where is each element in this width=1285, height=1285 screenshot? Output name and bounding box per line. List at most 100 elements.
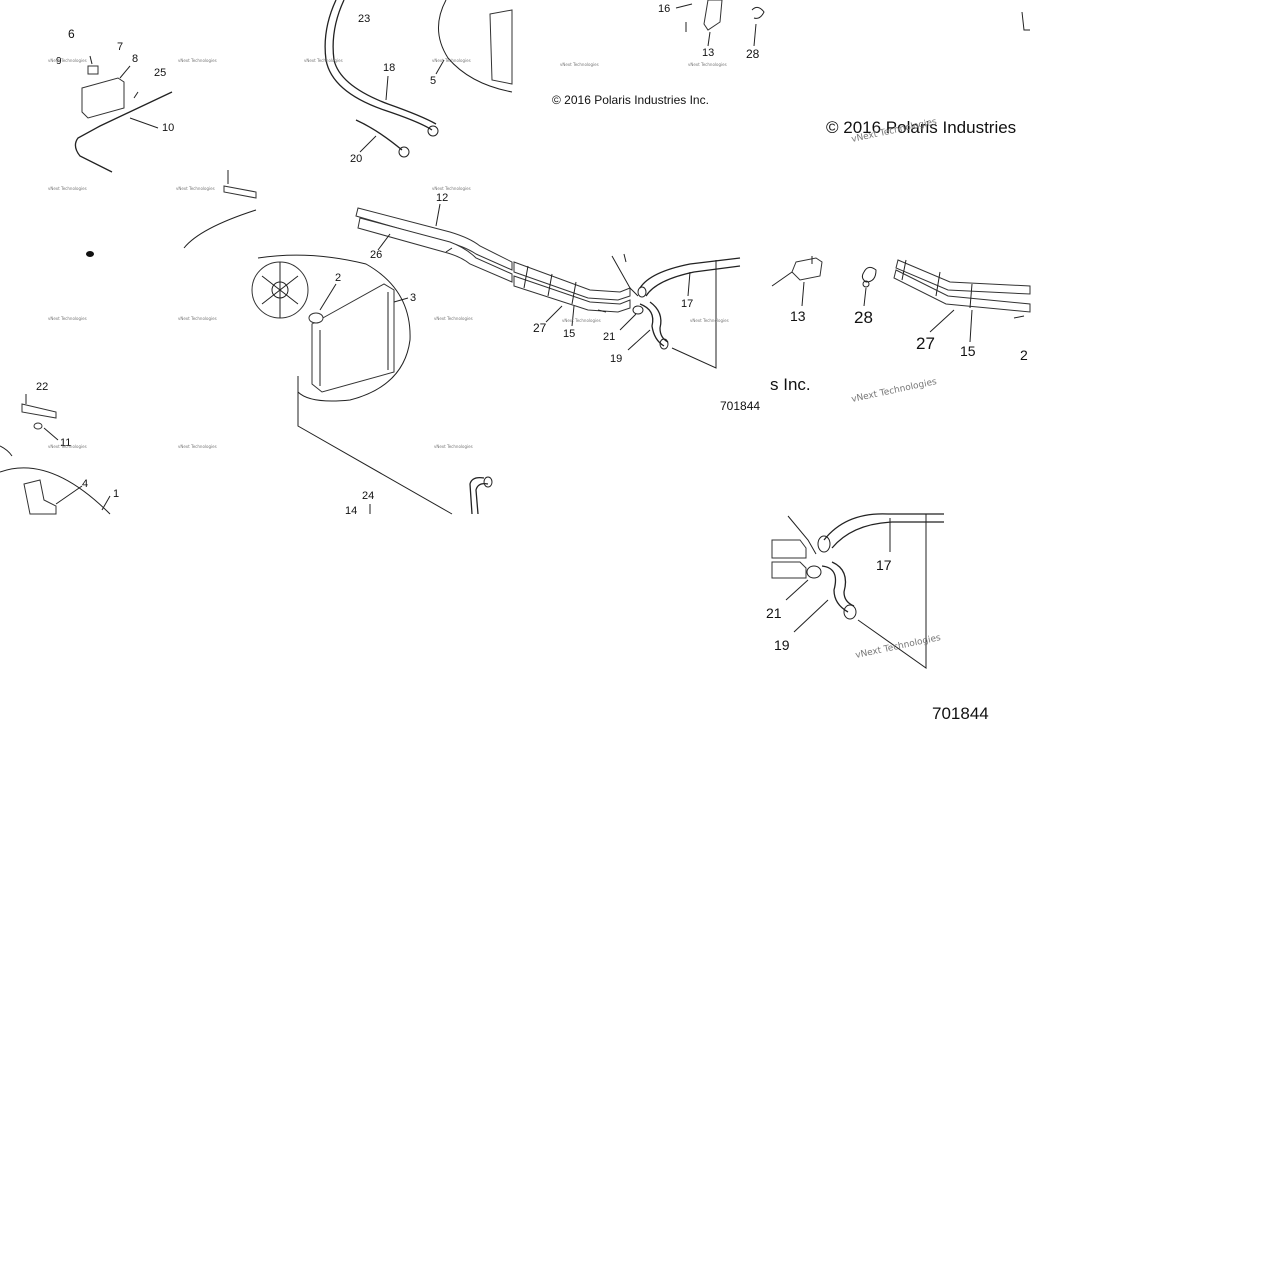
label-13: 13 bbox=[702, 47, 714, 59]
fan-shroud bbox=[257, 254, 411, 402]
watermark-15: vNext Technologies bbox=[48, 444, 87, 449]
label-24: 24 bbox=[362, 490, 374, 502]
label-2-large: 2 bbox=[1020, 347, 1028, 363]
label-27: 27 bbox=[533, 321, 547, 335]
label-17: 17 bbox=[681, 298, 693, 310]
bracket-22 bbox=[21, 403, 57, 419]
label-21: 21 bbox=[603, 331, 615, 343]
watermark-big-2: vNext Technologies bbox=[851, 377, 938, 405]
tile-left-middle: vNext Technologies vNext Technologies bbox=[48, 170, 257, 321]
copyright-large: © 2016 Polaris Industries bbox=[826, 118, 1016, 137]
bracket-hose bbox=[611, 255, 639, 297]
hose-19 bbox=[639, 303, 665, 347]
label-15-large: 15 bbox=[960, 343, 976, 359]
watermark-9: vNext Technologies bbox=[688, 62, 727, 67]
tile-copyright-large: © 2016 Polaris Industries vNext Technolo… bbox=[826, 11, 1030, 145]
grommet bbox=[86, 251, 94, 257]
watermark-14: vNext Technologies bbox=[690, 318, 729, 323]
radiator bbox=[311, 283, 395, 393]
label-20: 20 bbox=[350, 153, 362, 165]
label-28: 28 bbox=[746, 47, 760, 61]
label-2: 2 bbox=[335, 272, 341, 284]
tile-brackets: 16 13 28 © 2016 Polaris Industries Inc. … bbox=[552, 0, 765, 107]
watermark-1: vNext Technologies bbox=[48, 58, 87, 63]
clip-28-large bbox=[861, 266, 877, 283]
hose-18 bbox=[324, 0, 433, 131]
watermark-big-3: vNext Technologies bbox=[855, 633, 942, 661]
reservoir-tank bbox=[81, 77, 125, 119]
chassis-left bbox=[0, 467, 111, 515]
label-4: 4 bbox=[82, 478, 88, 490]
tile-pipe-hoses: 27 15 21 19 17 vNext Technologies vNext … bbox=[513, 253, 811, 413]
label-5: 5 bbox=[430, 75, 436, 87]
tile-enlarged-brackets: 13 28 27 15 2 vNext Technologies bbox=[771, 256, 1031, 405]
tile-main-pipes: 12 26 bbox=[355, 192, 513, 283]
watermark-12: vNext Technologies bbox=[434, 316, 473, 321]
hose-17 bbox=[639, 257, 741, 289]
bracket-13 bbox=[703, 0, 723, 31]
reservoir-cap bbox=[87, 65, 99, 75]
watermark-5: vNext Technologies bbox=[304, 58, 343, 63]
reservoir-hose bbox=[74, 91, 173, 173]
tile-radiator: 2 3 vNext Technologies bbox=[251, 254, 473, 402]
watermark-17: vNext Technologies bbox=[434, 444, 473, 449]
label-25: 25 bbox=[154, 67, 166, 79]
watermark-6: vNext Technologies bbox=[432, 58, 471, 63]
pipe-stub-large bbox=[771, 539, 807, 559]
label-26: 26 bbox=[370, 249, 382, 261]
label-18: 18 bbox=[383, 62, 395, 74]
fan-shroud-outline bbox=[437, 0, 513, 93]
watermark-16: vNext Technologies bbox=[178, 444, 217, 449]
bracket-right bbox=[223, 185, 257, 199]
tile-lower-left: 22 11 4 1 vNext Technologies vNext Techn… bbox=[0, 381, 217, 515]
hose-17-large bbox=[823, 513, 944, 541]
label-21-large: 21 bbox=[766, 605, 782, 621]
pipe-15 bbox=[513, 261, 631, 301]
leader-24 bbox=[297, 376, 453, 515]
watermark-10: vNext Technologies bbox=[48, 316, 87, 321]
drawing-number-small: 701844 bbox=[720, 399, 760, 413]
hose-19-large bbox=[821, 565, 849, 613]
watermark-7: vNext Technologies bbox=[432, 186, 471, 191]
bracket-large bbox=[787, 515, 817, 555]
watermark-2: vNext Technologies bbox=[178, 58, 217, 63]
label-3: 3 bbox=[410, 292, 416, 304]
label-22: 22 bbox=[36, 381, 48, 393]
hose-24 bbox=[469, 476, 485, 515]
label-15: 15 bbox=[563, 328, 575, 340]
tile-reservoir: 6 7 8 9 25 10 vNext Technologies vNext T… bbox=[48, 27, 217, 191]
label-9: 9 bbox=[56, 56, 62, 67]
reservoir-bolt bbox=[133, 91, 139, 99]
label-17-large: 17 bbox=[876, 557, 892, 573]
watermark-3: vNext Technologies bbox=[48, 186, 87, 191]
mount-4 bbox=[23, 479, 57, 515]
label-10: 10 bbox=[162, 122, 174, 134]
tile-enlarged-hoses: 17 21 19 vNext Technologies 701844 bbox=[766, 513, 989, 723]
tile-lower-center: 24 14 vNext Technologies bbox=[297, 376, 493, 517]
label-19-large: 19 bbox=[774, 637, 790, 653]
tile-hoses: 23 18 5 20 vNext Technologies vNext Tech… bbox=[304, 0, 513, 191]
leader-box-17 bbox=[671, 260, 717, 369]
label-23: 23 bbox=[358, 13, 370, 25]
hose-20 bbox=[355, 119, 403, 151]
bolt-far-right bbox=[1021, 11, 1030, 31]
copyright-text: © 2016 Polaris Industries Inc. bbox=[552, 93, 709, 107]
label-19: 19 bbox=[610, 353, 622, 365]
label-1: 1 bbox=[113, 488, 119, 500]
label-11: 11 bbox=[60, 437, 71, 449]
clip-28 bbox=[751, 6, 765, 19]
label-27-large: 27 bbox=[916, 334, 935, 353]
hose-18-clamp bbox=[427, 125, 439, 137]
chassis-curve bbox=[183, 209, 257, 249]
copyright-fragment: s Inc. bbox=[770, 375, 811, 394]
label-28-large: 28 bbox=[854, 308, 873, 327]
label-7: 7 bbox=[117, 41, 123, 53]
watermark-8: vNext Technologies bbox=[560, 62, 599, 67]
fan-bracket bbox=[489, 9, 513, 85]
leader-box-17-large bbox=[857, 514, 927, 669]
label-14: 14 bbox=[345, 505, 357, 517]
drawing-number-large: 701844 bbox=[932, 704, 989, 723]
watermark-4: vNext Technologies bbox=[176, 186, 215, 191]
label-6: 6 bbox=[68, 27, 75, 41]
